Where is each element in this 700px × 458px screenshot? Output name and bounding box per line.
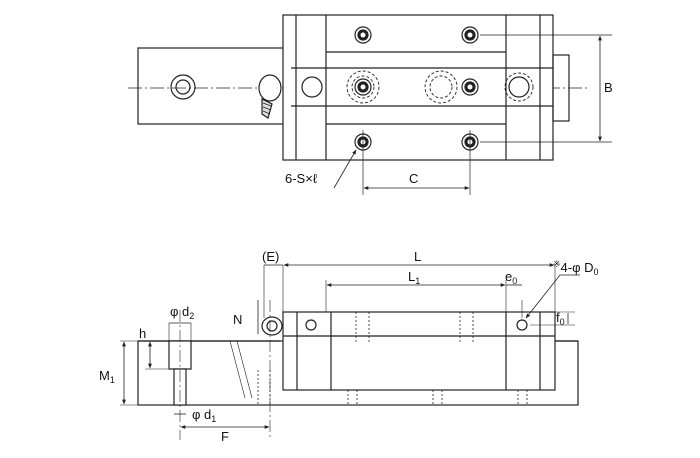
label-F: F [221,429,229,444]
label-C: C [409,171,418,186]
label-N: N [233,312,242,327]
end-plate-right [552,54,570,122]
label-d2: φ d2 [170,304,194,321]
leader-6S [333,149,357,189]
label-L1: L1 [408,269,420,286]
leader-D0 [525,274,580,319]
label-f0: f0 [556,310,565,327]
label-h: h [139,326,146,341]
block-body-top [282,14,554,161]
label-D0: ※4-φ D0 [553,259,599,277]
label-B: B [604,80,613,95]
label-M1: M1 [99,368,115,385]
end-hole-right [516,319,528,331]
end-hole-left [305,319,317,331]
label-e0: e0 [505,269,517,286]
grease-nipple-side [261,316,283,336]
grease-nipple-top [258,74,282,119]
label-d1: φ d1 [192,407,216,424]
label-E: (E) [262,249,279,264]
label-6S: 6-S×ℓ [285,171,318,186]
rail-hole-block-left [301,76,323,98]
block-body-side [282,311,556,391]
top-view [128,14,612,195]
rail-hole-inner [175,79,191,95]
label-L: L [414,249,421,264]
side-view [120,263,580,440]
rail-hole-outer [170,74,196,100]
rail-hole-block-right [508,76,530,98]
